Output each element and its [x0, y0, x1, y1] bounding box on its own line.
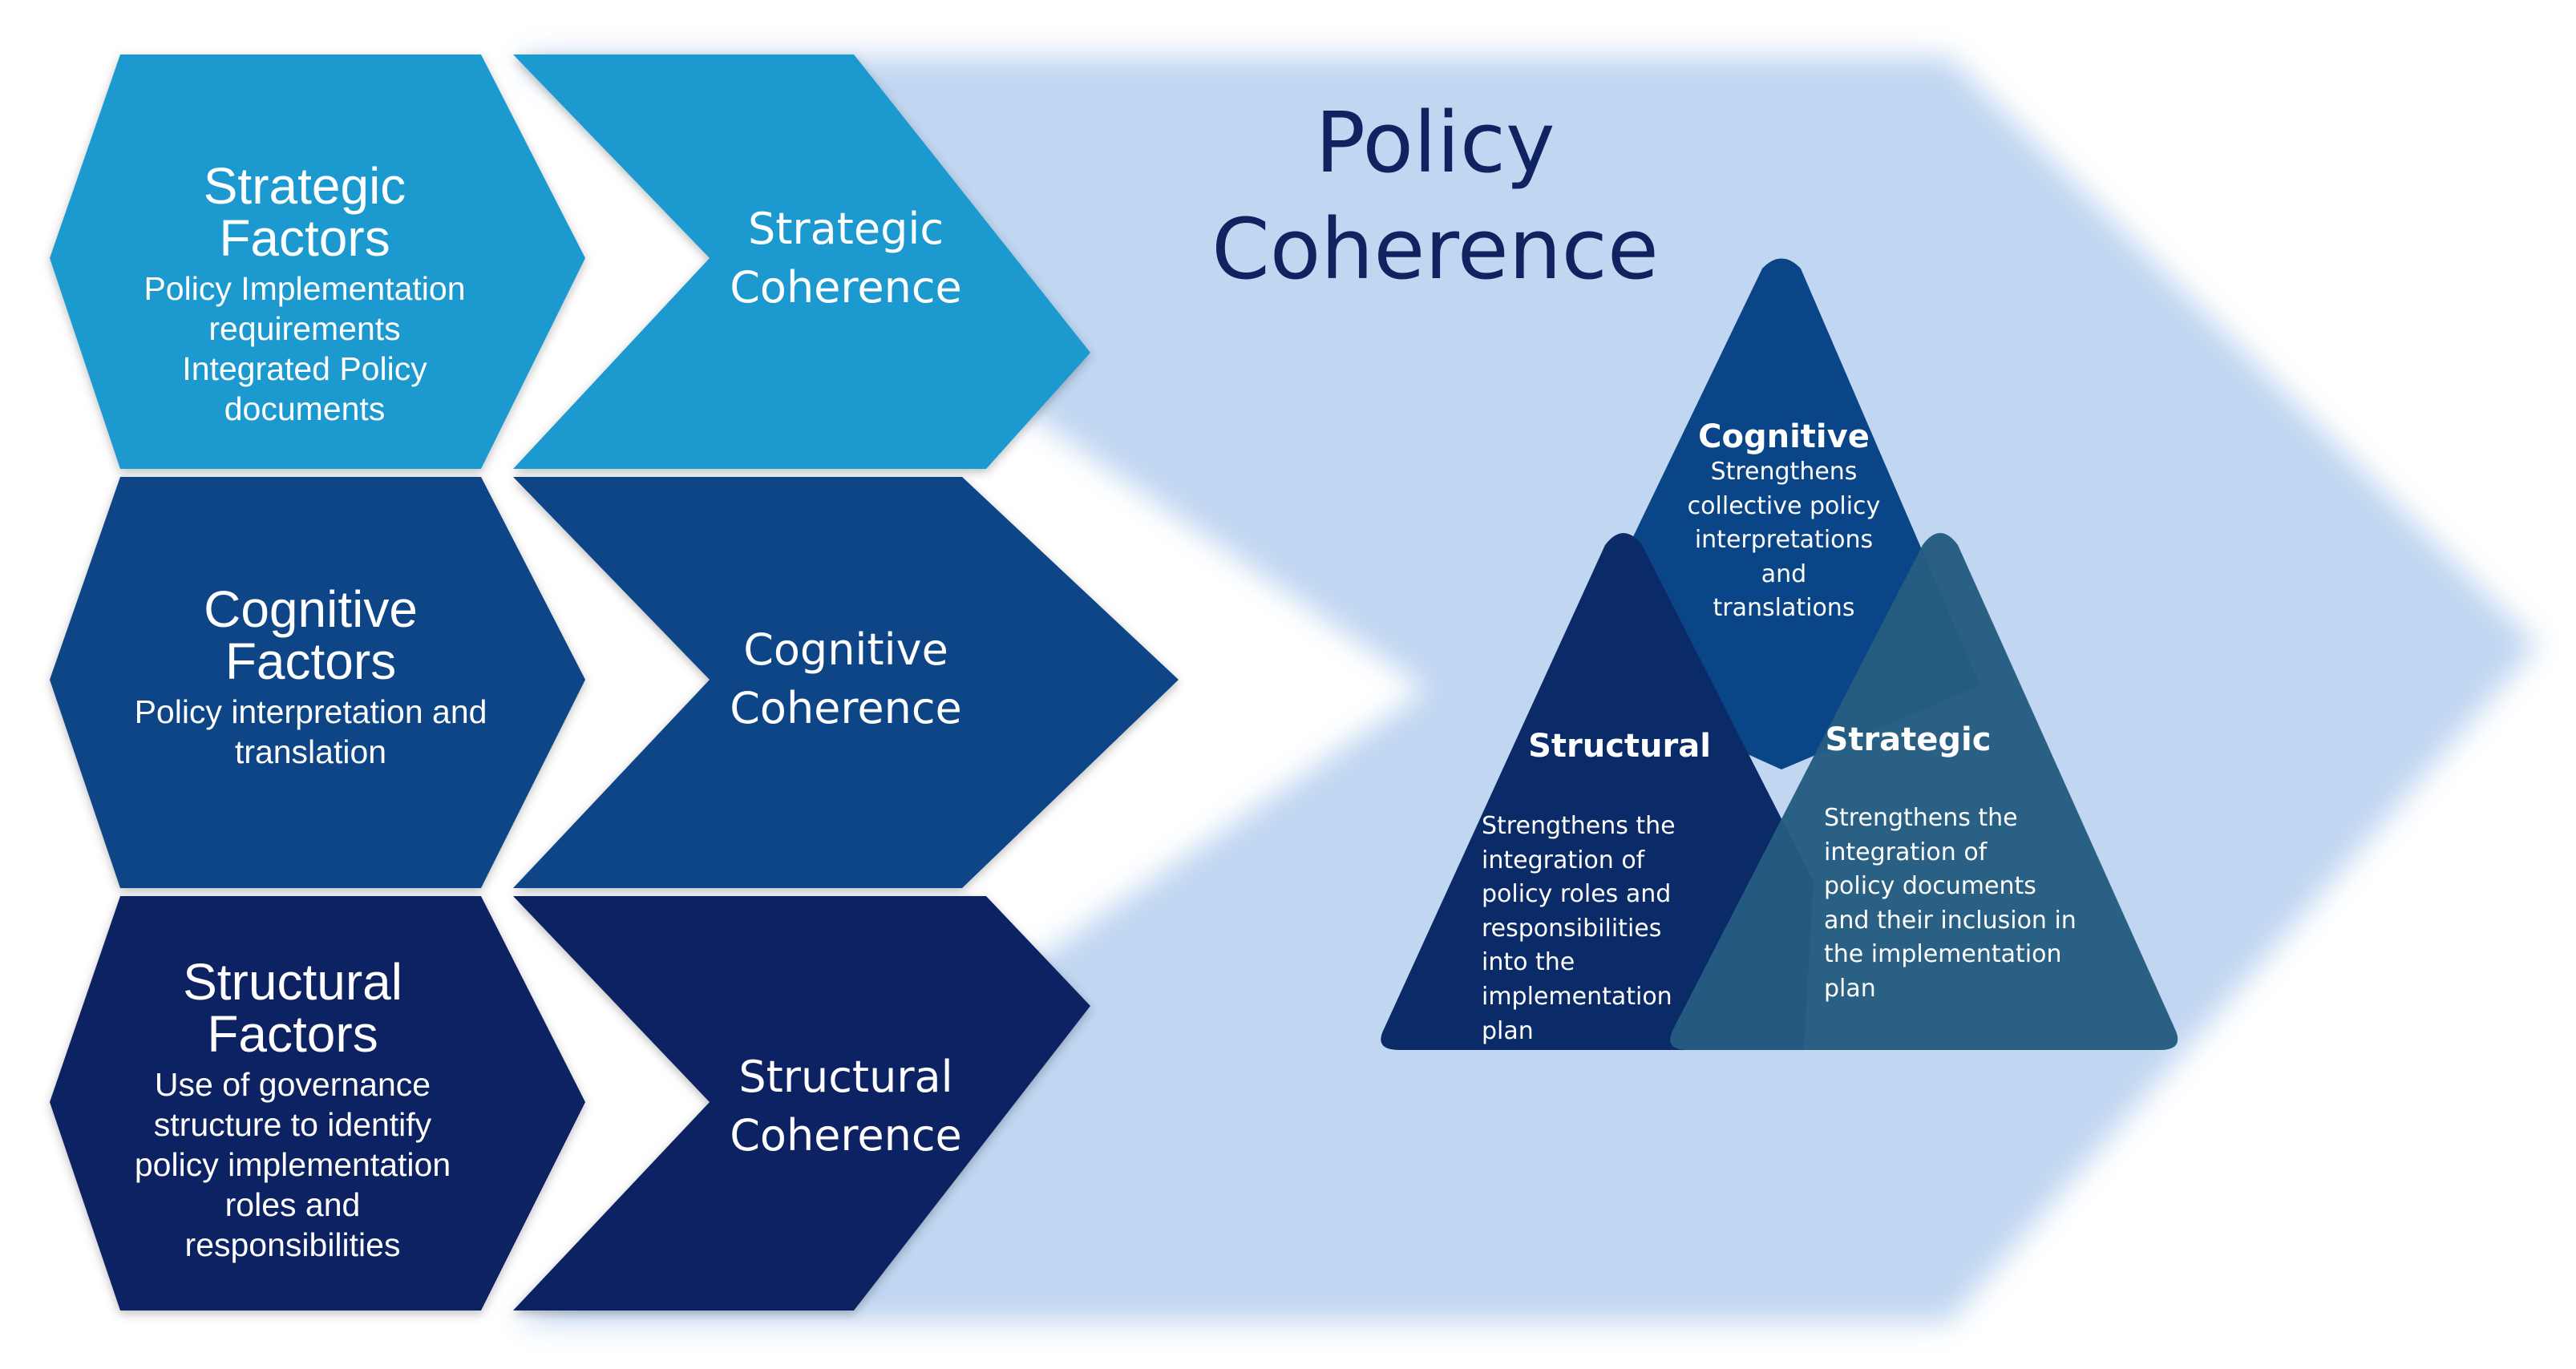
structural-factors-description: Use of governance structure to identify … — [92, 1064, 493, 1265]
cognitive-coherence-label: Cognitive Coherence — [706, 621, 986, 738]
cognitive-coherence-chevron — [513, 477, 1179, 888]
cognitive-factors-description: Policy interpretation and translation — [104, 692, 517, 772]
strategic-factors-heading: Strategic Factors — [104, 160, 505, 265]
strategic-triangle-title-wrap: Strategic — [1812, 721, 2004, 758]
desc-line: policy documents — [1824, 872, 2036, 901]
structural-coherence-label: Structural Coherence — [706, 1048, 986, 1165]
coherence-line: Cognitive — [743, 624, 948, 675]
heading-line: Cognitive — [204, 580, 418, 638]
structural-triangle — [1381, 533, 1814, 1050]
coherence-line: Coherence — [730, 261, 962, 313]
desc-line: Strengthens the — [1482, 812, 1676, 840]
desc-line: structure to identify — [153, 1105, 432, 1143]
strategic-triangle-description: Strengthens the integration of policy do… — [1824, 802, 2081, 1007]
coherence-line: Coherence — [730, 1109, 962, 1161]
desc-line: responsibilities — [1482, 914, 1662, 943]
desc-line: Strengthens — [1710, 458, 1858, 486]
heading-line: Structural — [183, 953, 402, 1011]
structural-factors-label: Structural Factors Use of governance str… — [92, 953, 493, 1265]
desc-line: plan — [1824, 974, 1876, 1003]
desc-line: the implementation — [1824, 940, 2062, 969]
cognitive-triangle-description: Strengthens collective policy interpreta… — [1664, 455, 1904, 626]
cognitive-factors-heading: Cognitive Factors — [104, 580, 517, 691]
coherence-line: Coherence — [730, 682, 962, 733]
desc-line: Strengthens the — [1824, 804, 2018, 832]
desc-line: translations — [1713, 594, 1855, 623]
desc-line: interpretations — [1694, 526, 1874, 555]
title-line-1: Policy — [1315, 94, 1555, 192]
desc-line: policy implementation — [134, 1145, 451, 1183]
desc-line: requirements — [208, 309, 401, 347]
structural-coherence-chevron — [513, 896, 1090, 1310]
desc-line: collective policy — [1687, 491, 1881, 520]
diagram-title: Policy Coherence — [1203, 90, 1668, 303]
cognitive-factors-label: Cognitive Factors Policy interpretation … — [104, 580, 517, 772]
coherence-line: Structural — [738, 1052, 953, 1102]
desc-line: Policy Implementation — [144, 269, 466, 307]
heading-line: Factors — [219, 209, 390, 268]
desc-line: and their inclusion in — [1824, 906, 2077, 935]
cognitive-triangle-title: Cognitive — [1698, 418, 1870, 455]
structural-triangle-description: Strengthens the integration of policy ro… — [1482, 810, 1686, 1048]
coherence-line: Strategic — [747, 204, 944, 254]
cognitive-triangle-label: Cognitive Strengthens collective policy … — [1664, 418, 1904, 626]
strategic-triangle-title: Strategic — [1825, 721, 1992, 758]
desc-line: integration of — [1482, 846, 1645, 874]
strategic-factors-hexagon — [50, 55, 585, 469]
structural-triangle-title-wrap: Structural — [1523, 728, 1716, 765]
desc-line: into the — [1482, 948, 1575, 977]
desc-line: Integrated Policy — [182, 349, 427, 387]
structural-factors-hexagon — [50, 896, 585, 1310]
heading-line: Factors — [224, 632, 397, 691]
structural-factors-heading: Structural Factors — [92, 953, 493, 1064]
desc-line: Policy interpretation and — [134, 693, 487, 730]
title-line-2: Coherence — [1211, 200, 1659, 299]
heading-line: Strategic — [203, 157, 406, 215]
desc-line: integration of — [1824, 838, 1988, 866]
desc-line: and — [1761, 559, 1807, 588]
strategic-coherence-label: Strategic Coherence — [706, 200, 986, 317]
strategic-factors-description: Policy Implementation requirements Integ… — [104, 269, 505, 429]
cognitive-factors-hexagon — [50, 477, 585, 888]
desc-line: responsibilities — [184, 1226, 401, 1263]
structural-triangle-title: Structural — [1528, 728, 1711, 765]
desc-line: implementation — [1482, 982, 1672, 1011]
desc-line: translation — [234, 733, 387, 770]
strategic-coherence-chevron — [513, 55, 1090, 469]
desc-line: plan — [1482, 1016, 1534, 1045]
strategic-triangle — [1670, 533, 2178, 1050]
heading-line: Factors — [207, 1005, 378, 1064]
desc-line: roles and — [224, 1185, 361, 1223]
desc-line: Use of governance — [154, 1065, 431, 1103]
desc-line: documents — [224, 390, 386, 427]
desc-line: policy roles and — [1482, 880, 1672, 909]
strategic-factors-label: Strategic Factors Policy Implementation … — [104, 160, 505, 429]
